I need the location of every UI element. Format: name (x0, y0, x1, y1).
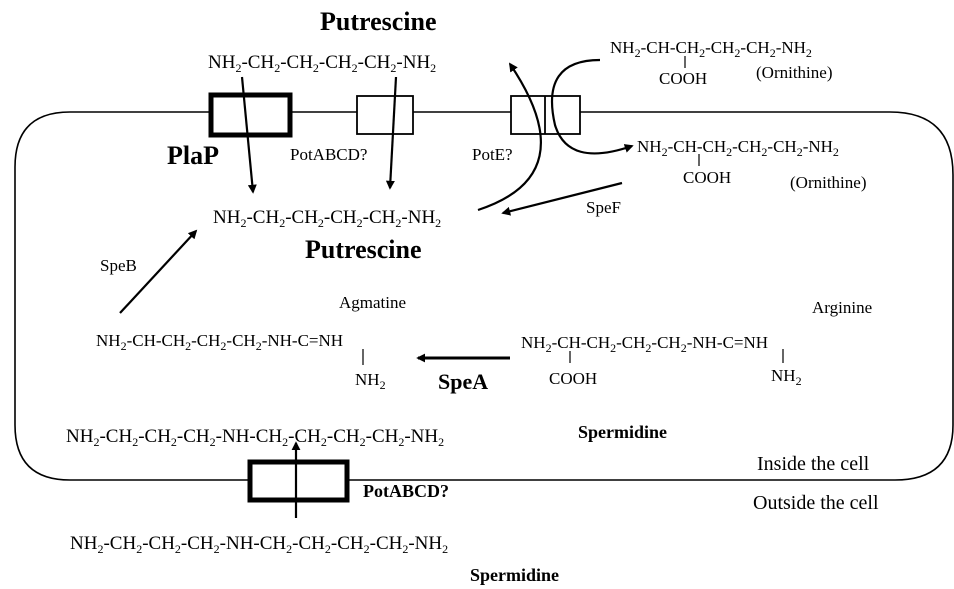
ornithine-out-cooh: COOH (659, 69, 707, 88)
potabcd-import-arrow (385, 76, 398, 190)
ornithine-out-formula: NH2-CH-CH2-CH2-CH2-NH2 (610, 38, 812, 60)
ornithine-out-label: (Ornithine) (756, 63, 832, 82)
potabcd-bottom-label: PotABCD? (363, 481, 449, 501)
spermidine-outside-label: Spermidine (470, 565, 559, 585)
ornithine-import-arrow (550, 58, 634, 155)
arginine-cooh: COOH (549, 369, 597, 388)
spermidine-outside-formula: NH2-CH2-CH2-CH2-NH-CH2-CH2-CH2-CH2-NH2 (70, 533, 448, 556)
potabcd-transporter-top (356, 95, 414, 135)
agmatine-formula: NH2-CH-CH2-CH2-CH2-NH-C=NH (96, 331, 343, 353)
cell-membrane (14, 111, 954, 481)
pote-label: PotE? (472, 145, 513, 164)
putrescine-top-label: Putrescine (320, 7, 437, 36)
plap-transporter (208, 92, 293, 138)
pote-export-arrow (477, 62, 542, 212)
spef-arrow (501, 181, 623, 216)
agmatine-label: Agmatine (339, 293, 406, 312)
plap-import-arrow (240, 76, 257, 194)
ornithine-in-cooh: COOH (683, 168, 731, 187)
speb-label: SpeB (100, 256, 137, 275)
putrescine-mid-formula: NH2-CH2-CH2-CH2-CH2-NH2 (213, 207, 441, 230)
potabcd-top-label: PotABCD? (290, 145, 367, 164)
agmatine-nh2: NH2 (355, 370, 386, 392)
putrescine-top-formula: NH2-CH2-CH2-CH2-CH2-NH2 (208, 52, 436, 75)
spermidine-inside-formula: NH2-CH2-CH2-CH2-NH-CH2-CH2-CH2-CH2-NH2 (66, 426, 444, 449)
spef-label: SpeF (586, 198, 621, 217)
outside-cell-label: Outside the cell (753, 492, 879, 514)
potabcd-transporter-bottom (247, 459, 350, 503)
arginine-nh2: NH2 (771, 366, 802, 388)
putrescine-mid-label: Putrescine (305, 235, 422, 264)
arginine-formula: NH2-CH-CH2-CH2-CH2-NH-C=NH (521, 333, 768, 355)
plap-label: PlaP (167, 141, 219, 170)
inside-cell-label: Inside the cell (757, 453, 870, 475)
ornithine-in-label: (Ornithine) (790, 173, 866, 192)
arginine-label: Arginine (812, 298, 872, 317)
ornithine-in-formula: NH2-CH-CH2-CH2-CH2-NH2 (637, 137, 839, 159)
spermidine-inside-label: Spermidine (578, 422, 667, 442)
spea-label: SpeA (438, 369, 488, 394)
speb-arrow (119, 229, 198, 314)
